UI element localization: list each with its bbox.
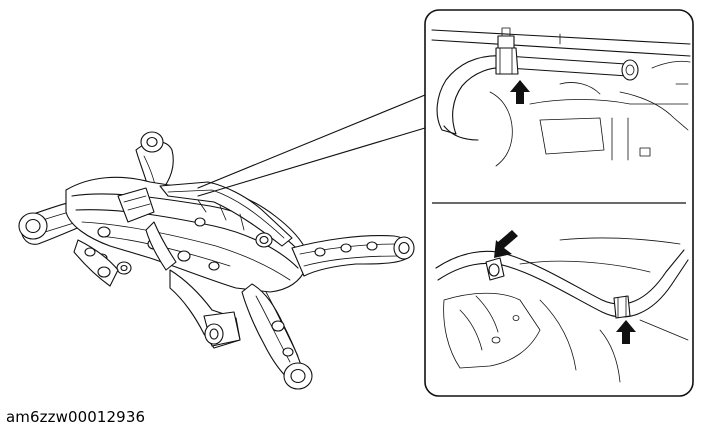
detail-bottom [435, 230, 689, 383]
callout-leader-lines [197, 94, 426, 197]
detail-top [431, 27, 691, 167]
tube-clip-top [495, 47, 519, 75]
arrow-up-icon [510, 80, 530, 104]
arrow-up-icon-right [616, 320, 636, 344]
figure-caption: am6zzw00012936 [6, 408, 146, 426]
tube-clip-right [613, 295, 631, 319]
rear-subframe-illustration [18, 131, 415, 390]
arrow-down-left-icon [494, 230, 518, 258]
